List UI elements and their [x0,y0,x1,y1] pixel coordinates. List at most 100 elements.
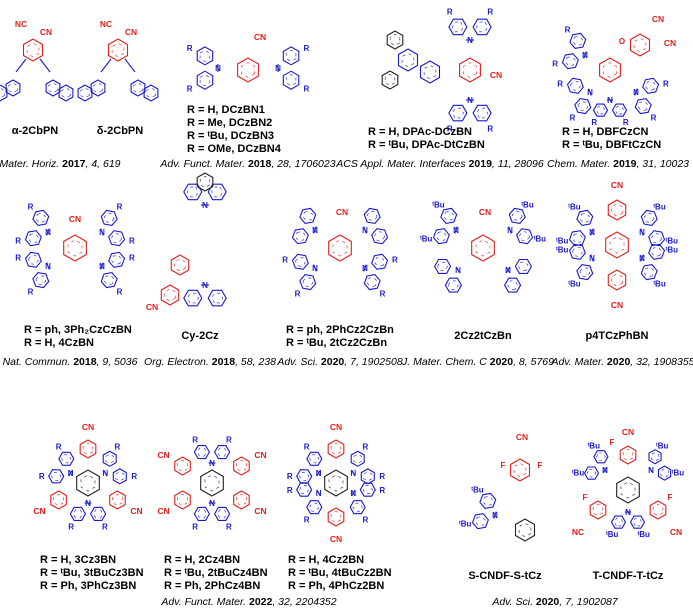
nitrogen-atom: N [362,226,368,235]
compound-label-line: R = H, DCzBN1 [187,104,265,116]
reference-adv-sci-2020a: Adv. Sci. 2020, 7, 1902508 [277,356,403,368]
carbazole-n-bond [363,264,367,272]
bond [100,58,112,73]
nitrogen-atom: N [99,262,105,271]
r-substituent: R [487,124,493,133]
r-substituent: ᵗBu [556,236,569,245]
aromatic-hint [645,80,656,91]
compound-labels-dczbn: R = H, DCzBN1 R = Me, DCzBN2 R = ᵗBu, DC… [187,104,281,156]
carbazole-ring [183,183,203,201]
carbazole-n-bond [316,489,321,497]
cyano-group: CN [146,302,158,312]
aromatic-hint [451,21,464,33]
aromatic-hint [572,35,584,46]
aromatic-hint [475,516,486,527]
r-substituent: R [380,290,386,299]
nitrogen-atom: N [312,264,318,273]
r-substituent: R [591,118,597,127]
carbazole-n-bond [68,469,73,477]
compound-label-line: R = H, 2Cz4BN [164,554,241,566]
cyanophenyl-ring [233,490,250,510]
carbazole-n-bond [100,228,104,236]
r-substituent: R [379,486,385,495]
r-substituent: R [39,472,45,481]
nitrogen-atom: N [202,281,208,290]
aromatic-hint [463,62,477,78]
aromatic-hint [80,474,96,492]
aromatic-hint [217,509,228,519]
r-substituent: R [56,443,62,452]
carbazole-ring [448,104,468,122]
carbazole-n-bond [648,466,654,474]
compound-label-line: R = H, 4CzBN [24,337,94,349]
reference-org-electron: Org. Electron. 2018, 58, 238 [144,356,276,368]
cyano-group: CN [652,14,664,24]
aromatic-hint [48,82,58,94]
carbazole-ring [207,289,227,307]
carbazole-n-bond [363,226,367,234]
nitrogen-atom: N [453,226,459,235]
aromatic-hint [603,62,617,78]
carbazole-n-bond [316,469,321,477]
compound-label-line: R = H, 4Cz2BN [288,554,365,566]
carboline-ring [130,79,146,97]
carbazole-ring [448,18,468,36]
carbazole-n-bond [100,262,104,270]
aromatic-hint [611,273,623,287]
aromatic-hint [28,254,39,265]
carboline-ring [77,84,93,102]
r-substituent: R [15,254,21,263]
nitrogen-atom: N [316,489,322,498]
carbazole-ring [291,228,309,245]
carbazole-ring [69,506,87,521]
compound-label-line: R = OMe, DCzBN4 [187,143,281,155]
compound-labels-dpac: R = H, DPAc-DCzBN R = ᵗBu, DPAc-DtCzBN [368,126,485,152]
carbazole-ring [371,253,389,270]
carbazole-ring [108,251,126,268]
nitrogen-atom: N [316,469,322,478]
cyanophenyl-ring [607,269,627,291]
r-substituent: R [28,202,34,211]
r-substituent: ᵗBu [521,200,534,209]
aromatic-hint [302,277,314,288]
aromatic-hint [51,471,62,481]
carbazole-ring [32,209,50,226]
carbazole-n-bond [493,511,497,519]
aromatic-hint [476,21,489,33]
carbazole-n-bond [590,254,594,262]
compound-labels-3cz3bn: R = H, 3Cz3BN R = ᵗBu, 3tBuCz3BN R = Ph,… [40,554,144,593]
carbazole-ring [433,258,452,274]
r-substituent: ᵗBu [568,202,581,211]
compound-label-line: R = ᵗBu, 4tBuCz2BN [288,567,392,579]
carbazole-ring [576,264,594,281]
aromatic-hint [302,210,314,221]
core-benzene-ring [76,469,100,497]
aromatic-hint [660,468,669,478]
aromatic-hint [105,453,114,464]
r-substituent: R [226,523,232,532]
cyano-group: CN [157,506,169,516]
cyanophenyl-ring [79,439,97,459]
aromatic-hint [295,231,306,242]
r-substituent: ᵗBu [653,280,666,289]
carboline-ring [90,79,106,97]
cyano-group: CN [611,180,623,190]
carbazole-ring [359,482,376,497]
compound-name-t-cndf: T-CNDF-T-tCz [592,570,664,582]
nitrogen-atom: N [275,64,281,73]
carbazole-ring [306,451,323,466]
carbazole-ring [100,209,118,226]
aromatic-hint [614,106,625,115]
r-substituent: R [117,202,123,211]
aromatic-hint [511,210,523,221]
aromatic-hint [632,518,643,527]
carbazole-ring [48,469,65,484]
aromatic-hint [67,239,83,257]
carbazole-ring [296,469,313,484]
aromatic-hint [476,107,489,119]
